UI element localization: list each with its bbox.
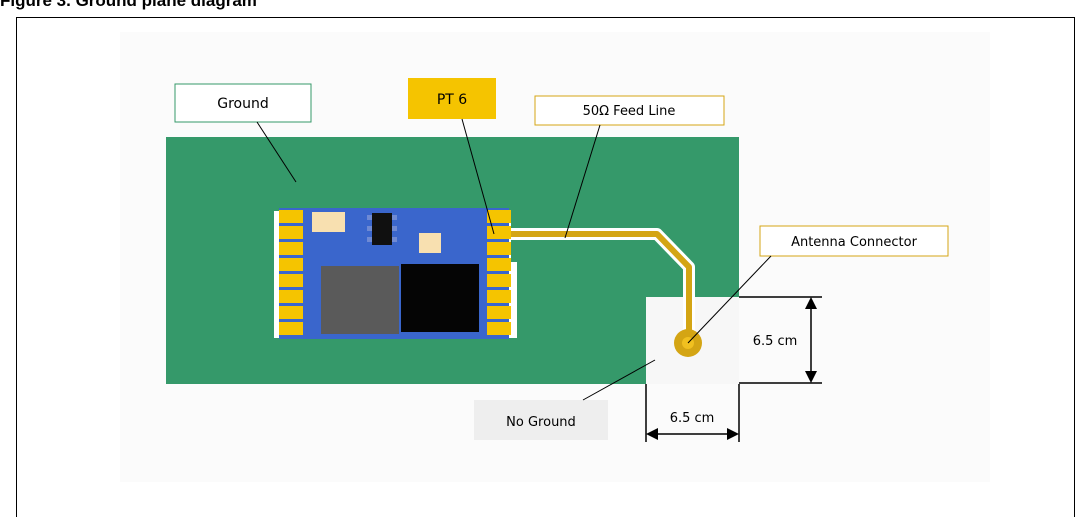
antenna-connector-leader bbox=[687, 255, 772, 344]
pt6-module bbox=[274, 208, 517, 339]
vertical-dimension-label: 6.5 cm bbox=[753, 334, 798, 349]
right-pads bbox=[487, 210, 511, 335]
feed-line-leader bbox=[564, 124, 601, 239]
ground-leader bbox=[256, 121, 297, 183]
antenna-connector-label: Antenna Connector bbox=[791, 235, 918, 250]
figure-caption: Figure 3. Ground plane diagram bbox=[0, 0, 257, 10]
horizontal-dimension bbox=[645, 384, 740, 442]
component-ic bbox=[372, 213, 392, 245]
horizontal-dimension-label: 6.5 cm bbox=[670, 411, 715, 426]
vertical-arrow-top bbox=[805, 297, 817, 309]
component-shield bbox=[321, 266, 399, 334]
pt6-label-box bbox=[408, 78, 496, 119]
component-cap bbox=[312, 212, 345, 232]
no-ground-label: No Ground bbox=[506, 415, 576, 430]
vertical-arrow-bottom bbox=[805, 371, 817, 383]
no-ground-label-box bbox=[474, 400, 608, 440]
feed-line bbox=[500, 231, 692, 343]
figure-frame bbox=[16, 17, 1075, 517]
antenna-connector-label-box bbox=[759, 225, 949, 257]
component-small bbox=[419, 233, 441, 253]
pt6-label: PT 6 bbox=[437, 92, 467, 108]
left-pads bbox=[279, 210, 303, 335]
vertical-dimension bbox=[739, 296, 822, 384]
horizontal-arrow-right bbox=[727, 428, 739, 440]
horizontal-arrow-left bbox=[646, 428, 658, 440]
component-ic-pins bbox=[367, 215, 397, 242]
component-chip bbox=[401, 264, 479, 332]
ground-label: Ground bbox=[217, 96, 269, 112]
leader-lines bbox=[256, 118, 772, 401]
no-ground-leader bbox=[582, 359, 656, 401]
ground-label-box bbox=[174, 83, 312, 123]
feed-line-label-box bbox=[534, 95, 725, 126]
pt6-leader bbox=[461, 118, 495, 235]
module-edge bbox=[511, 262, 517, 338]
feed-line-label: 50Ω Feed Line bbox=[583, 104, 676, 119]
